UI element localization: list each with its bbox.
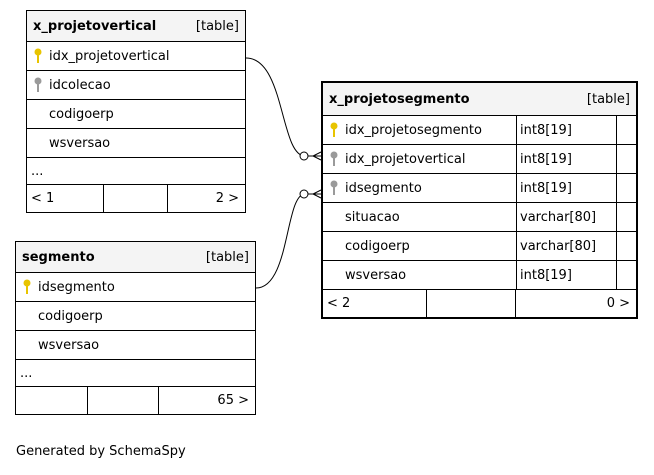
column-row: idsegmento — [16, 273, 255, 302]
column-name: idx_projetovertical — [345, 151, 466, 167]
column-row: idx_projetovertical int8[19] — [323, 145, 636, 174]
foreign-key-icon — [27, 77, 49, 93]
table-name: segmento — [22, 249, 95, 265]
footer-middle — [104, 185, 168, 212]
table-footer: < 2 0 > — [323, 290, 636, 317]
column-row: codigoerp — [16, 302, 255, 331]
relationship-optional-marker — [299, 189, 309, 199]
column-type: varchar[80] — [516, 232, 616, 260]
column-name: idsegmento — [38, 279, 115, 295]
column-name: idcolecao — [49, 77, 111, 93]
column-row: wsversao int8[19] — [323, 261, 636, 290]
more-columns: ... — [27, 158, 245, 185]
column-type: int8[19] — [516, 174, 616, 202]
column-type: int8[19] — [516, 116, 616, 144]
column-name: wsversao — [49, 135, 111, 151]
table-x-projetosegmento[interactable]: x_projetosegmento [table] idx_projetoseg… — [321, 81, 638, 319]
column-name: idx_projetovertical — [49, 48, 170, 64]
table-name: x_projetovertical — [33, 18, 157, 34]
table-header: x_projetosegmento [table] — [323, 83, 636, 116]
foreign-key-icon — [323, 151, 345, 167]
parents-count — [16, 387, 88, 414]
column-row: codigoerp varchar[80] — [323, 232, 636, 261]
column-name: idx_projetosegmento — [345, 122, 482, 138]
more-columns: ... — [16, 360, 255, 387]
column-row: wsversao — [16, 331, 255, 360]
column-name: situacao — [345, 209, 400, 225]
footer-middle — [88, 387, 159, 414]
children-count[interactable]: 65 > — [217, 393, 249, 408]
column-row: situacao varchar[80] — [323, 203, 636, 232]
table-kind: [table] — [195, 18, 239, 34]
table-header: segmento [table] — [16, 242, 255, 273]
table-header: x_projetovertical [table] — [27, 11, 245, 42]
table-footer: 65 > — [16, 387, 255, 414]
parents-count[interactable]: < 1 — [27, 185, 104, 212]
column-row: idx_projetosegmento int8[19] — [323, 116, 636, 145]
table-x-projetovertical[interactable]: x_projetovertical [table] idx_projetover… — [26, 10, 246, 213]
table-kind: [table] — [205, 249, 249, 265]
crowfoot-marker — [311, 189, 322, 199]
table-segmento[interactable]: segmento [table] idsegmento codigoerp ws… — [15, 241, 256, 415]
parents-count[interactable]: < 2 — [323, 290, 427, 317]
column-name: codigoerp — [38, 308, 103, 324]
generated-by-label: Generated by SchemaSpy — [16, 444, 186, 459]
table-footer: < 1 2 > — [27, 185, 245, 212]
column-row: idcolecao — [27, 71, 245, 100]
column-type: int8[19] — [516, 261, 616, 289]
column-type: varchar[80] — [516, 203, 616, 231]
column-row: wsversao — [27, 129, 245, 158]
table-name: x_projetosegmento — [329, 91, 470, 107]
footer-middle — [427, 290, 516, 317]
column-name: codigoerp — [345, 238, 410, 254]
column-type: int8[19] — [516, 145, 616, 173]
children-count[interactable]: 2 > — [215, 191, 239, 206]
relationship-optional-marker — [299, 151, 309, 161]
children-count: 0 > — [606, 296, 630, 311]
column-name: codigoerp — [49, 106, 114, 122]
foreign-key-icon — [323, 180, 345, 196]
column-name: wsversao — [345, 267, 407, 283]
column-row: idsegmento int8[19] — [323, 174, 636, 203]
column-name: wsversao — [38, 337, 100, 353]
column-name: idsegmento — [345, 180, 422, 196]
primary-key-icon — [27, 48, 49, 64]
primary-key-icon — [16, 279, 38, 295]
crowfoot-marker — [311, 151, 322, 161]
column-row: codigoerp — [27, 100, 245, 129]
table-kind: [table] — [586, 91, 630, 107]
primary-key-icon — [323, 122, 345, 138]
column-row: idx_projetovertical — [27, 42, 245, 71]
